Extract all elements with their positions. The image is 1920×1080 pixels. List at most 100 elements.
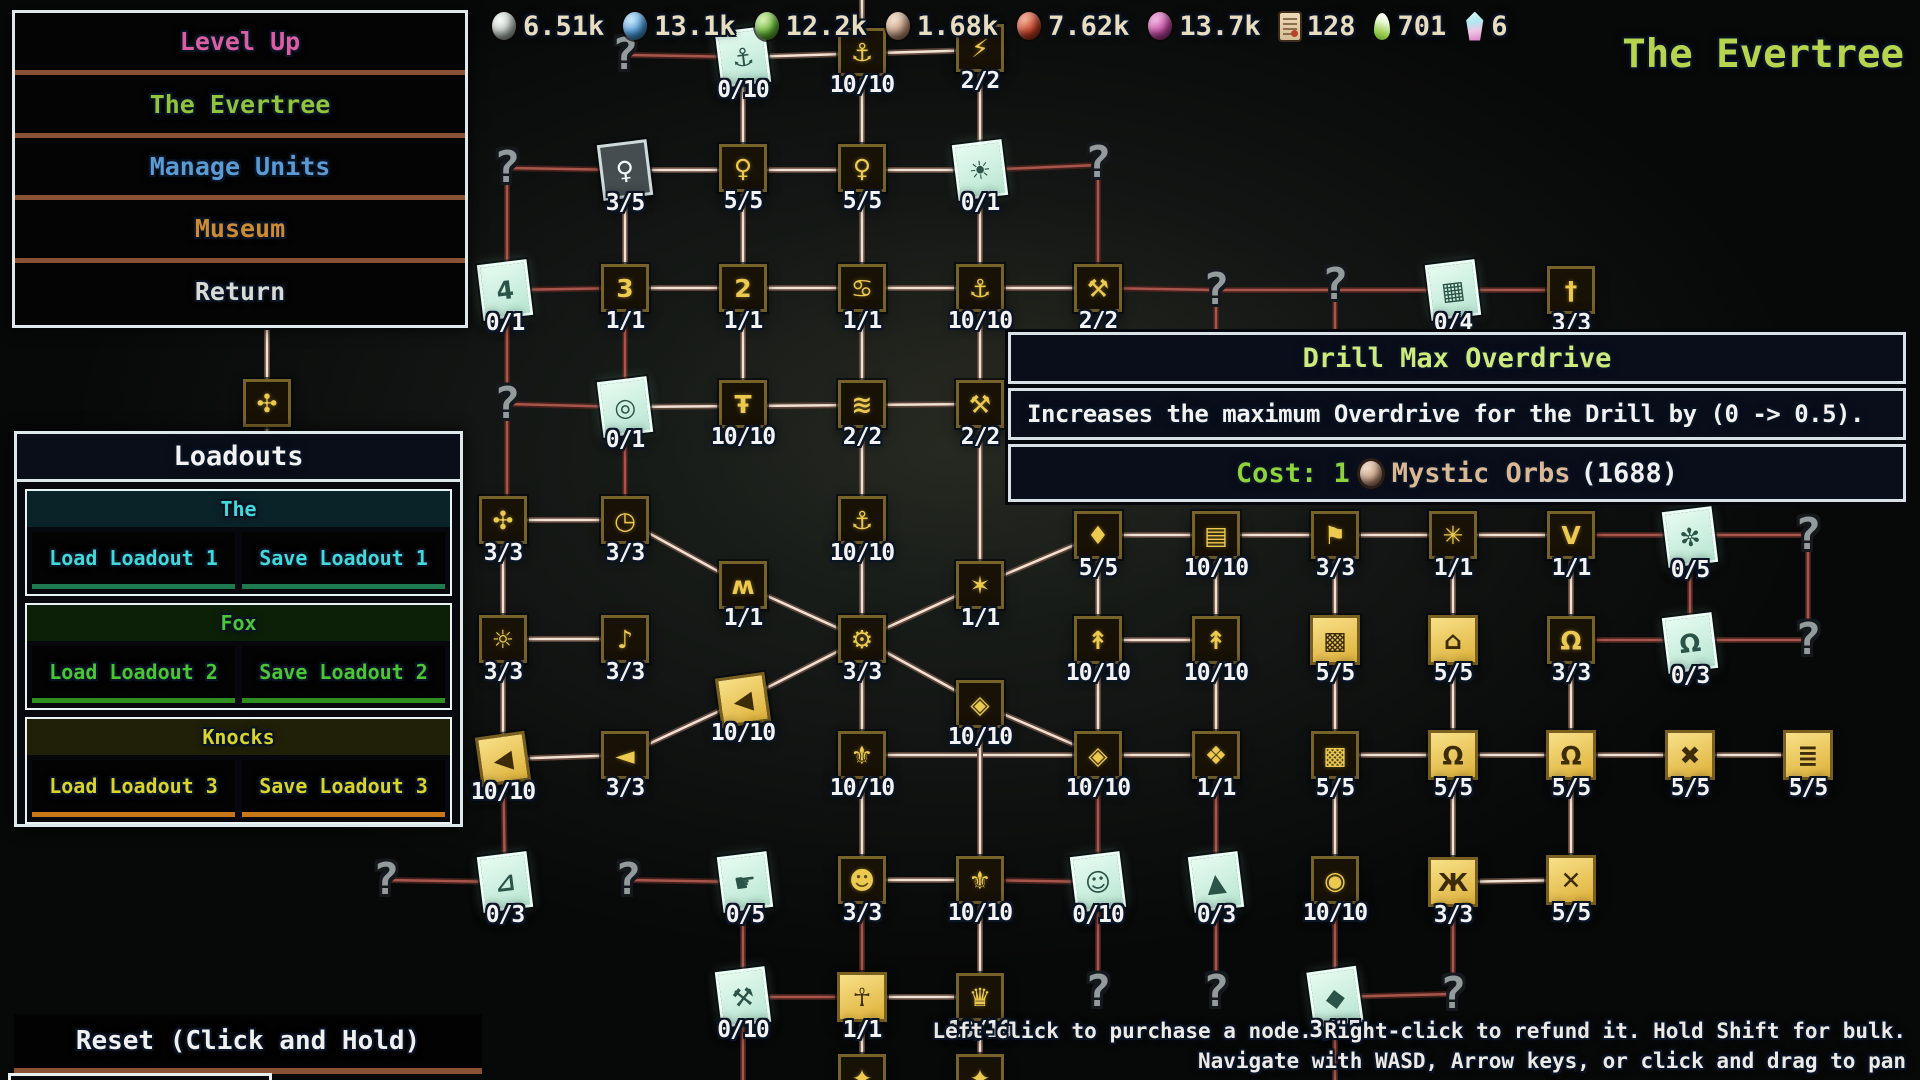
hammer-tool-icon: Ŧ <box>734 389 752 419</box>
tooltip-title-text: Drill Max Overdrive <box>1302 342 1612 374</box>
reset-button[interactable]: Reset (Click and Hold) <box>14 1014 482 1074</box>
tree-node-bell[interactable]: Ω <box>1428 730 1478 780</box>
drill-overdrive-icon: ⚒ <box>968 389 992 419</box>
tree-node-bell[interactable]: Ω <box>1546 730 1596 780</box>
tree-node-drill-overdrive[interactable]: ⚒ <box>1074 264 1122 312</box>
tree-node-hood[interactable]: Ω <box>1547 616 1595 664</box>
tree-node-lantern[interactable]: ◈ <box>1074 731 1122 779</box>
bottom-panel-edge <box>8 1073 272 1080</box>
tree-node-crown[interactable]: ♛ <box>956 973 1004 1021</box>
load-loadout-1-button[interactable]: Load Loadout 1 <box>32 532 235 589</box>
tree-node-female-plus[interactable]: ♀ <box>719 144 767 192</box>
tree-node-overdrive-burst[interactable]: ⚡ <box>956 24 1004 72</box>
node-progress-label: 5/5 <box>1670 775 1711 801</box>
save-loadout-1-button[interactable]: Save Loadout 1 <box>242 532 445 589</box>
resource-magenta-orb: 13.7k <box>1148 11 1261 42</box>
tree-node-unknown[interactable]: ? <box>1321 259 1349 310</box>
resource-crystals: 6 <box>1465 11 1508 42</box>
tree-node-anchor[interactable]: ⚓ <box>838 496 886 544</box>
tree-node-flag[interactable]: ⚑ <box>1311 511 1359 559</box>
tree-node-unknown[interactable]: ? <box>1794 509 1822 560</box>
arrow-card-icon: ◀ <box>491 743 515 775</box>
tree-node-fleur[interactable]: ⚜ <box>838 731 886 779</box>
tree-node-fleur[interactable]: ⚜ <box>956 856 1004 904</box>
anchor-icon: ⚓ <box>850 505 874 535</box>
tree-node-moth[interactable]: Ж <box>1428 857 1478 907</box>
node-progress-label: 3/3 <box>1551 660 1592 686</box>
menu-item-museum[interactable]: Museum <box>15 200 465 263</box>
tree-node-gear[interactable]: ⚙ <box>838 615 886 663</box>
tree-node-horn[interactable]: ♪ <box>601 615 649 663</box>
node-progress-label: 0/3 <box>1670 663 1711 689</box>
resource-bar: 6.51k 13.1k 12.2k 1.68k 7.62k 13.7k 128 … <box>492 6 1508 46</box>
tree-node-fang-v[interactable]: V <box>1547 511 1595 559</box>
red-orb-icon <box>1017 12 1042 40</box>
tree-node-unknown[interactable]: ? <box>1084 966 1112 1017</box>
tree-node-unknown[interactable]: ? <box>1202 264 1230 315</box>
tree-node-rocket[interactable]: ↟ <box>1192 616 1240 664</box>
node-progress-label: 3/3 <box>483 540 524 566</box>
tree-node-scroll-node[interactable]: ▤ <box>1192 511 1240 559</box>
tree-node-net[interactable]: ▩ <box>1311 731 1359 779</box>
node-progress-label: 5/5 <box>842 188 883 214</box>
tree-node-web[interactable]: ✳ <box>1429 511 1477 559</box>
tree-node-unknown[interactable]: ? <box>1202 966 1230 1017</box>
tree-node-lantern[interactable]: ◈ <box>956 680 1004 728</box>
tree-node-propeller[interactable]: ✕ <box>1546 855 1596 905</box>
tree-node-unknown[interactable]: ? <box>1439 968 1467 1019</box>
tree-node-bed[interactable]: ≣ <box>1783 730 1833 780</box>
node-progress-label: 0/10 <box>1072 902 1124 928</box>
tree-node-unknown[interactable]: ? <box>1084 137 1112 188</box>
menu-item-manage-units[interactable]: Manage Units <box>15 138 465 201</box>
node-progress-label: 5/5 <box>1315 775 1356 801</box>
tree-node-moth-sun[interactable]: ☼ <box>479 615 527 663</box>
tree-node-unknown[interactable]: ? <box>493 378 521 429</box>
anchor-icon: ⚓ <box>968 273 992 303</box>
bell-icon: Ω <box>1442 740 1464 770</box>
tree-node-eye[interactable]: ◉ <box>1311 856 1359 904</box>
tree-node-bee[interactable]: ✣ <box>243 379 291 427</box>
tree-node-ring-two[interactable]: 2 <box>719 264 767 312</box>
tree-node-spider[interactable]: ✶ <box>956 561 1004 609</box>
tree-node-bell-jar[interactable]: ⌂ <box>1428 615 1478 665</box>
tree-node-ring-crab[interactable]: ♋ <box>838 264 886 312</box>
tree-node-pixel-burst[interactable]: ❖ <box>1192 731 1240 779</box>
tree-node-bat[interactable]: ʍ <box>719 561 767 609</box>
tree-node-anchor[interactable]: ⚓ <box>956 264 1004 312</box>
load-loadout-2-button[interactable]: Load Loadout 2 <box>32 646 235 703</box>
tree-node-unknown[interactable]: ? <box>372 854 400 905</box>
tree-node-hammer-tool[interactable]: Ŧ <box>719 380 767 428</box>
tree-node-relic-pick[interactable]: † <box>1547 266 1595 314</box>
tree-node-clock[interactable]: ◷ <box>601 496 649 544</box>
tree-node-cross[interactable]: ✖ <box>1665 730 1715 780</box>
tree-node-unknown[interactable]: ? <box>1794 614 1822 665</box>
tree-node-drill-overdrive[interactable]: ⚒ <box>956 380 1004 428</box>
tree-node-ring-three[interactable]: 3 <box>601 264 649 312</box>
menu-item-level-up[interactable]: Level Up <box>15 13 465 76</box>
tree-node-net[interactable]: ▩ <box>1310 615 1360 665</box>
tree-node-partial[interactable]: ✦ <box>956 1054 1004 1080</box>
node-progress-label: 10/10 <box>1065 660 1131 686</box>
tree-node-speed-lines[interactable]: ≋ <box>838 380 886 428</box>
drill-overdrive-icon: ⚒ <box>1086 273 1110 303</box>
rocket-icon: ↟ <box>1205 625 1227 655</box>
tree-node-ghost[interactable]: ☻ <box>838 856 886 904</box>
tree-node-partial[interactable]: ✦ <box>838 1054 886 1080</box>
tree-node-ankh[interactable]: ☥ <box>837 972 887 1022</box>
resource-tan-orb: 1.68k <box>885 11 998 42</box>
tree-node-unknown[interactable]: ? <box>614 854 642 905</box>
loadout-section-name: The <box>27 491 450 527</box>
tree-node-bee[interactable]: ✣ <box>479 496 527 544</box>
save-loadout-2-button[interactable]: Save Loadout 2 <box>242 646 445 703</box>
tree-node-gem-staff[interactable]: ♦ <box>1074 511 1122 559</box>
load-loadout-3-button[interactable]: Load Loadout 3 <box>32 760 235 817</box>
tree-node-rocket[interactable]: ↟ <box>1074 616 1122 664</box>
tree-node-unknown[interactable]: ? <box>493 142 521 193</box>
tree-node-arrow-plus[interactable]: ◄ <box>601 731 649 779</box>
tree-node-female-plus[interactable]: ♀ <box>838 144 886 192</box>
menu-item-the-evertree[interactable]: The Evertree <box>15 75 465 138</box>
menu-item-return[interactable]: Return <box>194 276 286 306</box>
tree-node-anchor[interactable]: ⚓ <box>838 28 886 76</box>
save-loadout-3-button[interactable]: Save Loadout 3 <box>242 760 445 817</box>
